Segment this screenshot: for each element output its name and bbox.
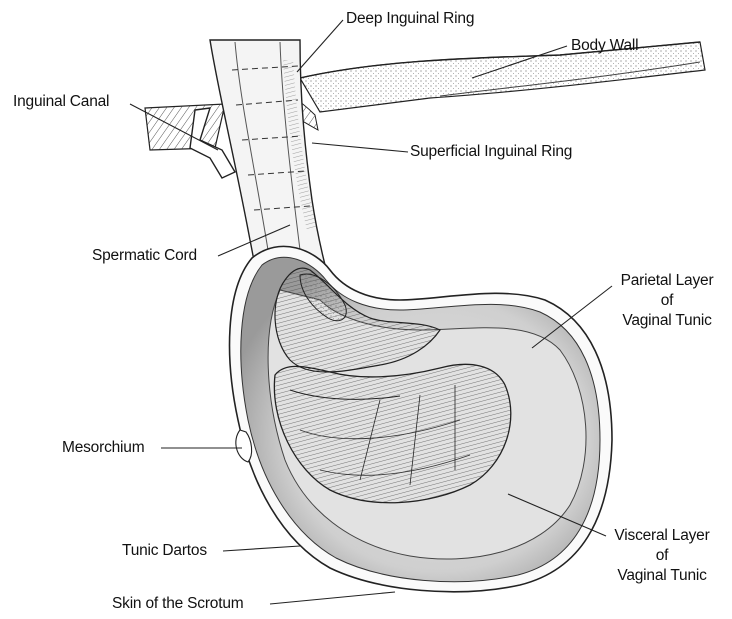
label-visceral-line-1: Visceral Layer: [600, 526, 724, 546]
label-parietal-line-2: of: [608, 291, 726, 311]
label-tunic-dartos: Tunic Dartos: [122, 541, 207, 561]
leader-skin-of-scrotum: [270, 592, 395, 604]
label-superficial-inguinal-ring: Superficial Inguinal Ring: [410, 142, 572, 162]
label-body-wall: Body Wall: [571, 36, 638, 56]
leader-deep-inguinal-ring: [297, 20, 343, 72]
label-parietal-line-3: Vaginal Tunic: [608, 311, 726, 331]
label-spermatic-cord: Spermatic Cord: [92, 246, 197, 266]
body-wall: [300, 42, 705, 112]
label-visceral-line-2: of: [600, 546, 724, 566]
label-parietal-layer: Parietal Layer of Vaginal Tunic: [608, 271, 726, 331]
label-mesorchium: Mesorchium: [62, 438, 144, 458]
label-parietal-line-1: Parietal Layer: [608, 271, 726, 291]
leader-tunic-dartos: [223, 546, 300, 551]
label-skin-of-scrotum: Skin of the Scrotum: [112, 594, 243, 614]
label-inguinal-canal: Inguinal Canal: [13, 92, 109, 112]
label-visceral-layer: Visceral Layer of Vaginal Tunic: [600, 526, 724, 586]
label-visceral-line-3: Vaginal Tunic: [600, 566, 724, 586]
label-deep-inguinal-ring: Deep Inguinal Ring: [346, 9, 474, 29]
leader-superficial-inguinal-ring: [312, 143, 408, 152]
